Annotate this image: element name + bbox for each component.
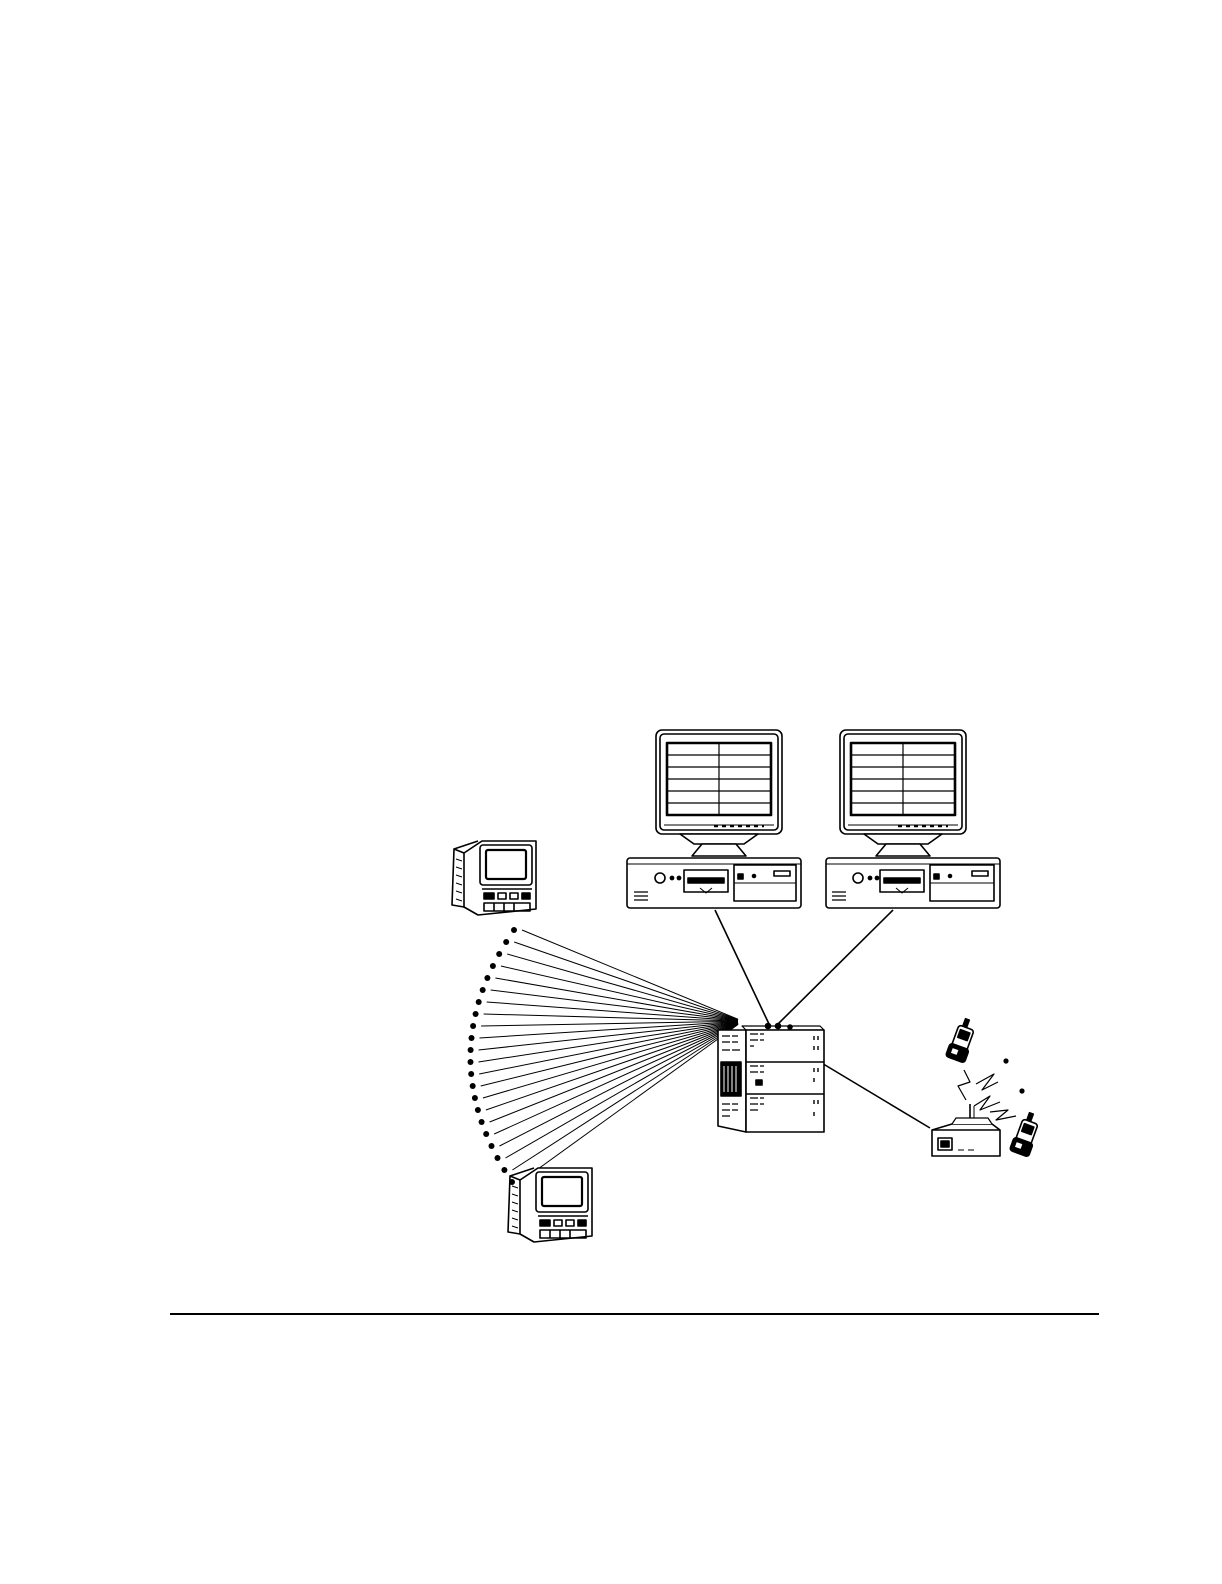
crt-terminal-icon xyxy=(452,841,536,915)
fan-line xyxy=(500,1024,739,1146)
arc-dot xyxy=(468,1059,474,1065)
handheld-radio-icon xyxy=(946,1017,979,1063)
handheld-radio-icon xyxy=(1010,1111,1043,1157)
arc-dot xyxy=(503,939,509,945)
arc-dot xyxy=(501,1167,507,1173)
arc-dot xyxy=(468,1047,474,1053)
desktop-computer-icon xyxy=(826,730,1000,908)
arc-dot xyxy=(484,975,490,981)
link-terminals-hub-fan xyxy=(479,930,739,1182)
radio-base-station-icon xyxy=(932,1104,1000,1156)
arc-dot xyxy=(483,1131,489,1137)
arc-dot xyxy=(511,927,517,933)
rack-chassis-icon xyxy=(718,1024,824,1133)
fan-line xyxy=(495,978,738,1020)
link-terminals-dotted-arc xyxy=(468,927,518,1185)
fan-line xyxy=(490,1023,738,1122)
arc-dot xyxy=(495,1155,501,1161)
fan-line xyxy=(520,1025,738,1183)
fan-line xyxy=(494,1024,738,1135)
desktop-computer-icon xyxy=(627,730,801,908)
footer-rule xyxy=(170,1313,1099,1315)
fan-line xyxy=(483,1023,738,1098)
link-workstation-2-hub xyxy=(778,910,893,1024)
fan-line xyxy=(507,954,738,1020)
arc-dot xyxy=(479,1119,485,1125)
arc-dot xyxy=(489,1143,495,1149)
arc-dot xyxy=(490,963,496,969)
arc-dot xyxy=(470,1083,476,1089)
fan-line xyxy=(479,1022,739,1062)
crt-terminal-icon xyxy=(508,1168,592,1242)
arc-dot xyxy=(473,1011,479,1017)
arc-dot xyxy=(476,999,482,1005)
arc-dot xyxy=(496,951,502,957)
arc-dot xyxy=(480,987,486,993)
arc-dot xyxy=(469,1035,475,1041)
link-hub-base-station xyxy=(820,1062,930,1128)
fan-line xyxy=(481,1023,738,1087)
arc-dot xyxy=(468,1071,474,1077)
wireless-signal xyxy=(958,1058,1025,1120)
fan-line xyxy=(522,930,738,1019)
arc-dot xyxy=(475,1107,481,1113)
fan-line xyxy=(512,1024,738,1170)
arc-dot xyxy=(470,1023,476,1029)
link-workstation-1-hub xyxy=(715,910,769,1024)
fan-line xyxy=(514,942,738,1020)
arc-dot xyxy=(472,1095,478,1101)
